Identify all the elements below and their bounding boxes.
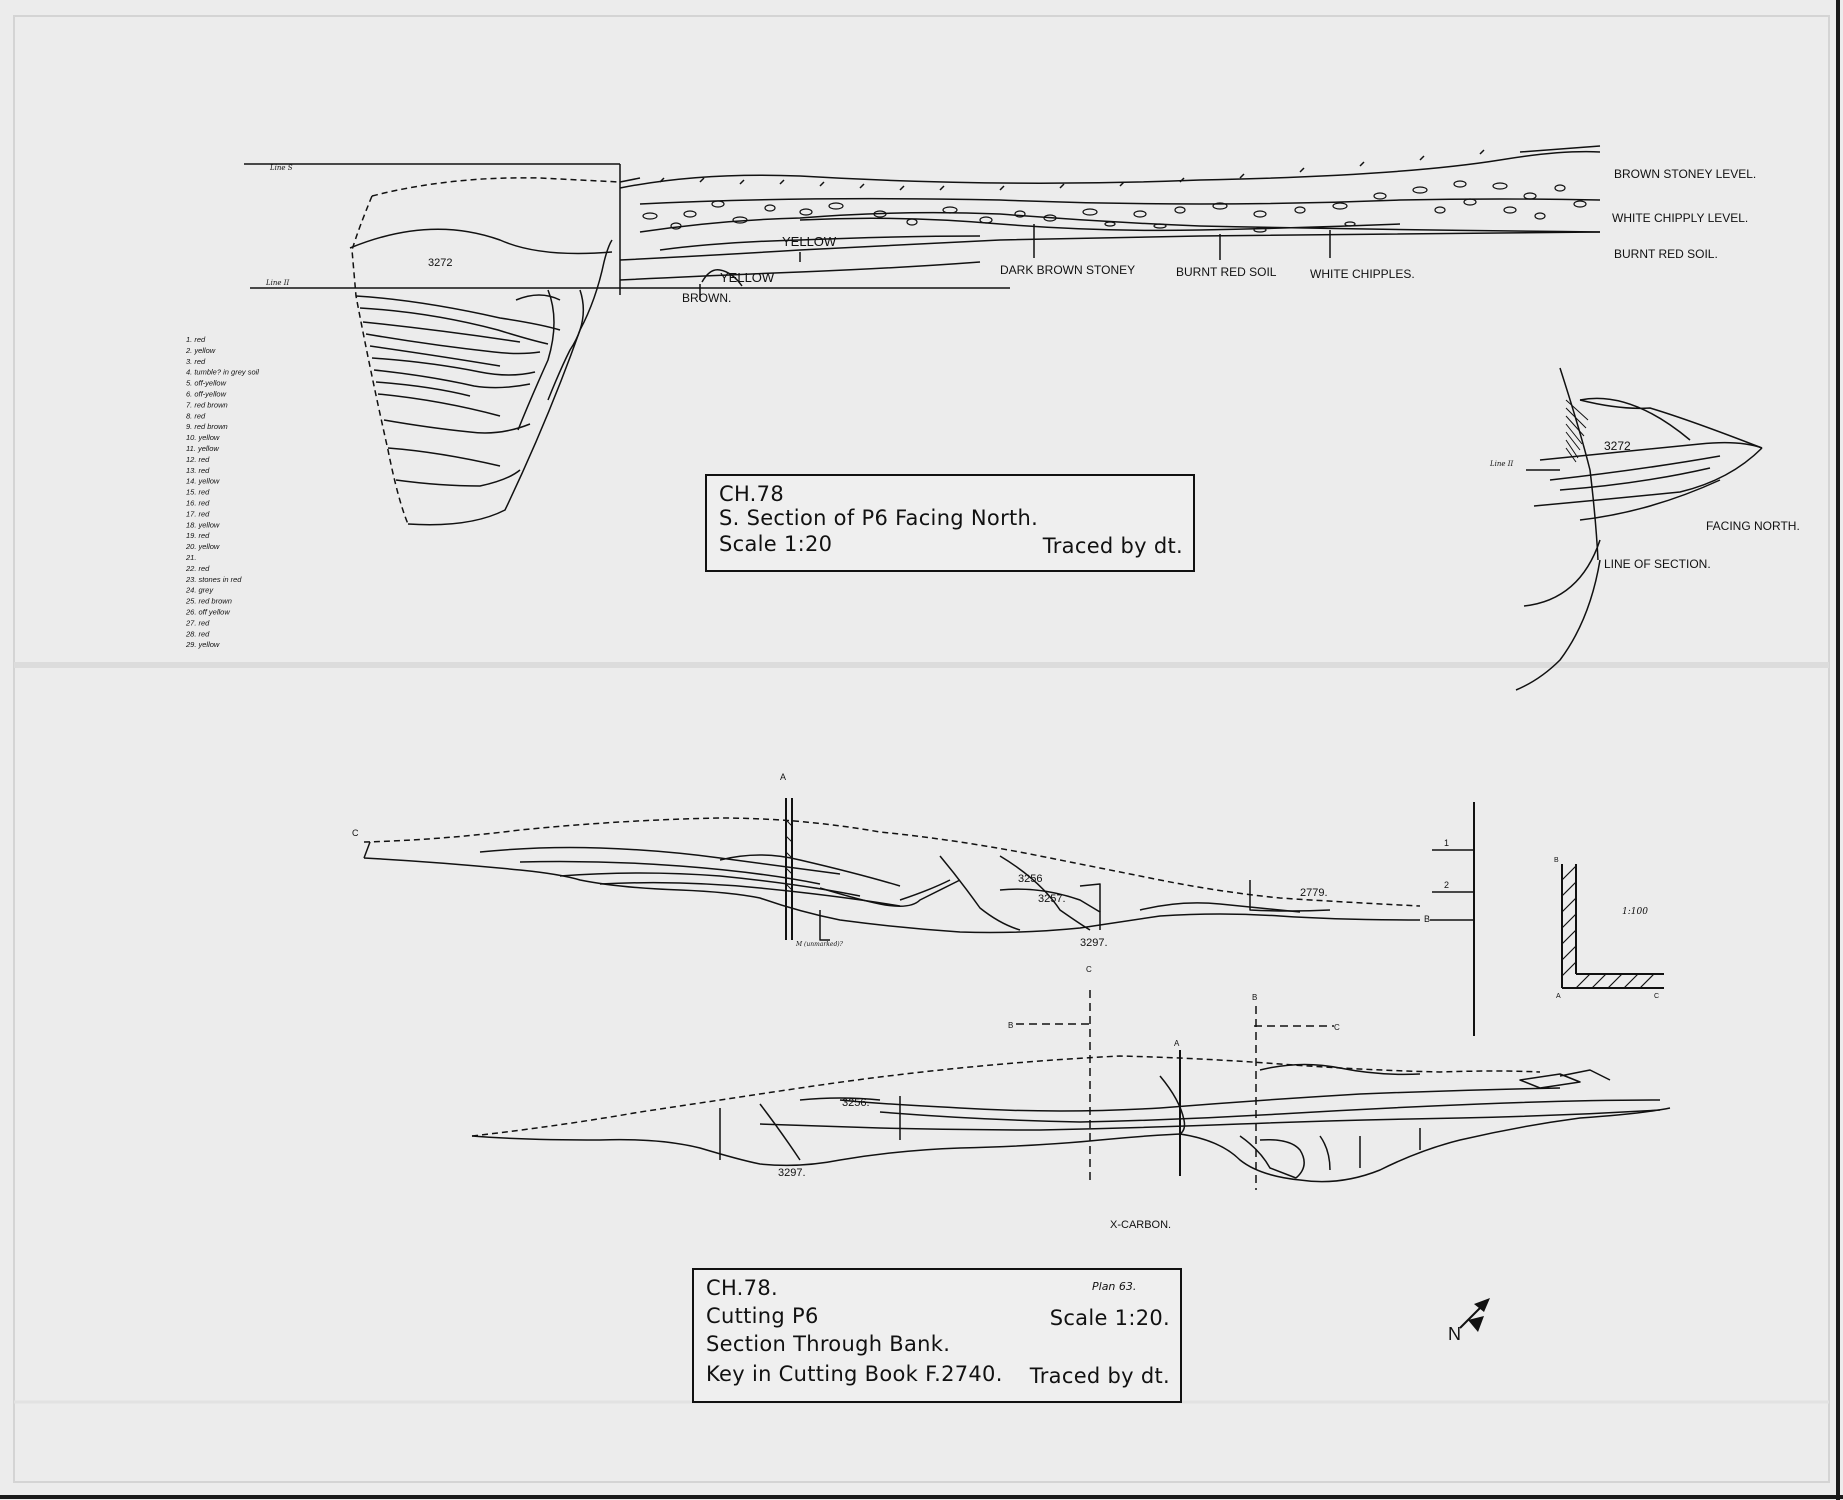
key-item: 2. yellow (185, 346, 216, 355)
label-line-ii: Line II (265, 279, 290, 287)
label-3256: 3256 (1018, 873, 1042, 885)
key-item: 21. (185, 553, 196, 562)
label-c-upper: C (352, 828, 359, 838)
lower-label-b-left: B (1008, 1021, 1013, 1030)
label-context-3272: 3272 (428, 257, 452, 269)
title2-line1: CH.78. (706, 1276, 778, 1300)
title-box-cutting: CH.78. Cutting P6 Section Through Bank. … (692, 1268, 1182, 1403)
key-item: 28. red (185, 629, 210, 638)
label-brown: BROWN. (682, 291, 731, 305)
inset-line-ii: Line II (1489, 460, 1514, 468)
title1-traced: Traced by dt. (1042, 534, 1183, 558)
key-item: 24. grey (185, 586, 214, 595)
key-item: 25. red brown (185, 597, 232, 606)
lower-label-b-right: B (1252, 993, 1257, 1002)
key-item: 16. red (186, 499, 210, 508)
label-white-chipples: WHITE CHIPPLES. (1310, 267, 1415, 281)
label-2779: 2779. (1300, 887, 1328, 899)
scale-mark-2: 2 (1444, 880, 1449, 890)
label-a-upper: A (780, 772, 786, 782)
key-item: 15. red (186, 488, 210, 497)
title2-traced: Traced by dt. (1029, 1364, 1170, 1388)
key-item: 13. red (186, 466, 210, 475)
key-item: 20. yellow (185, 542, 220, 551)
inset-context: 3272 (1604, 439, 1631, 453)
inset-facing-north: FACING NORTH. (1706, 519, 1800, 533)
label-3257: 3257. (1038, 893, 1066, 905)
key-item: 22. red (185, 564, 210, 573)
inset-line-of-section: LINE OF SECTION. (1604, 557, 1711, 571)
key-item: 26. off yellow (185, 608, 230, 617)
key-item: 7. red brown (186, 400, 228, 409)
title2-scale: Scale 1:20. (1049, 1306, 1170, 1330)
corner-label-c: C (1654, 993, 1659, 1000)
title2-line2: Cutting P6 (706, 1304, 819, 1328)
corner-label-b: B (1554, 857, 1559, 864)
title1-line3: Scale 1:20 (719, 532, 833, 556)
label-yellow-1: YELLOW (782, 234, 837, 249)
layer-key: 1. red 2. yellow 3. red 4. tumble? in grey … (185, 335, 259, 649)
corner-scale: 1:100 (1622, 907, 1648, 917)
label-b-upper: B (1424, 914, 1430, 924)
key-item: 27. red (185, 618, 210, 627)
north-arrow-letter: N (1448, 1324, 1461, 1344)
scale-mark-1: 1 (1444, 838, 1449, 848)
key-item: 11. yellow (186, 444, 219, 453)
title2-plan: Plan 63. (1092, 1280, 1137, 1293)
key-item: 1. red (186, 335, 206, 344)
corner-label-a: A (1556, 993, 1561, 1000)
key-item: 18. yellow (186, 520, 220, 529)
key-item: 23. stones in red (185, 575, 242, 584)
lower-label-x-carbon: X-CARBON. (1110, 1219, 1171, 1231)
label-yellow-2: YELLOW (720, 270, 775, 285)
key-item: 10. yellow (186, 433, 220, 442)
key-item: 4. tumble? in grey soil (186, 368, 259, 377)
lower-label-c: C (1086, 965, 1092, 974)
key-item: 6. off-yellow (186, 390, 227, 399)
title2-line4: Key in Cutting Book F.2740. (706, 1362, 1003, 1386)
key-item: 19. red (186, 531, 210, 540)
label-brown-stoney-level: BROWN STONEY LEVEL. (1614, 167, 1756, 181)
label-white-chipply-level: WHITE CHIPPLY LEVEL. (1612, 211, 1748, 225)
lower-label-3256: 3256. (842, 1097, 870, 1109)
key-item: 3. red (186, 357, 206, 366)
key-item: 5. off-yellow (186, 379, 227, 388)
key-item: 14. yellow (186, 477, 220, 486)
key-item: 9. red brown (186, 422, 228, 431)
label-line-s: Line S (269, 164, 293, 172)
label-unmarked-note: M (unmarked)? (795, 941, 844, 948)
lower-label-c-right: C (1334, 1023, 1340, 1032)
key-item: 12. red (186, 455, 210, 464)
title1-line1: CH.78 (719, 482, 784, 506)
title1-line2: S. Section of P6 Facing North. (719, 506, 1039, 530)
key-item: 29. yellow (185, 640, 220, 649)
title-box-section: CH.78 S. Section of P6 Facing North. Sca… (705, 474, 1195, 572)
north-arrow-icon: N (1448, 1298, 1490, 1344)
lower-label-a-mid: A (1174, 1039, 1180, 1048)
lower-label-3297: 3297. (778, 1167, 806, 1179)
label-dark-brown-stoney: DARK BROWN STONEY (1000, 263, 1135, 277)
key-item: 17. red (186, 509, 210, 518)
label-burnt-red-soil: BURNT RED SOIL (1176, 265, 1277, 279)
key-item: 8. red (186, 411, 206, 420)
label-3297: 3297. (1080, 937, 1108, 949)
label-burnt-red-soil-right: BURNT RED SOIL. (1614, 247, 1718, 261)
title2-line3: Section Through Bank. (706, 1332, 951, 1356)
